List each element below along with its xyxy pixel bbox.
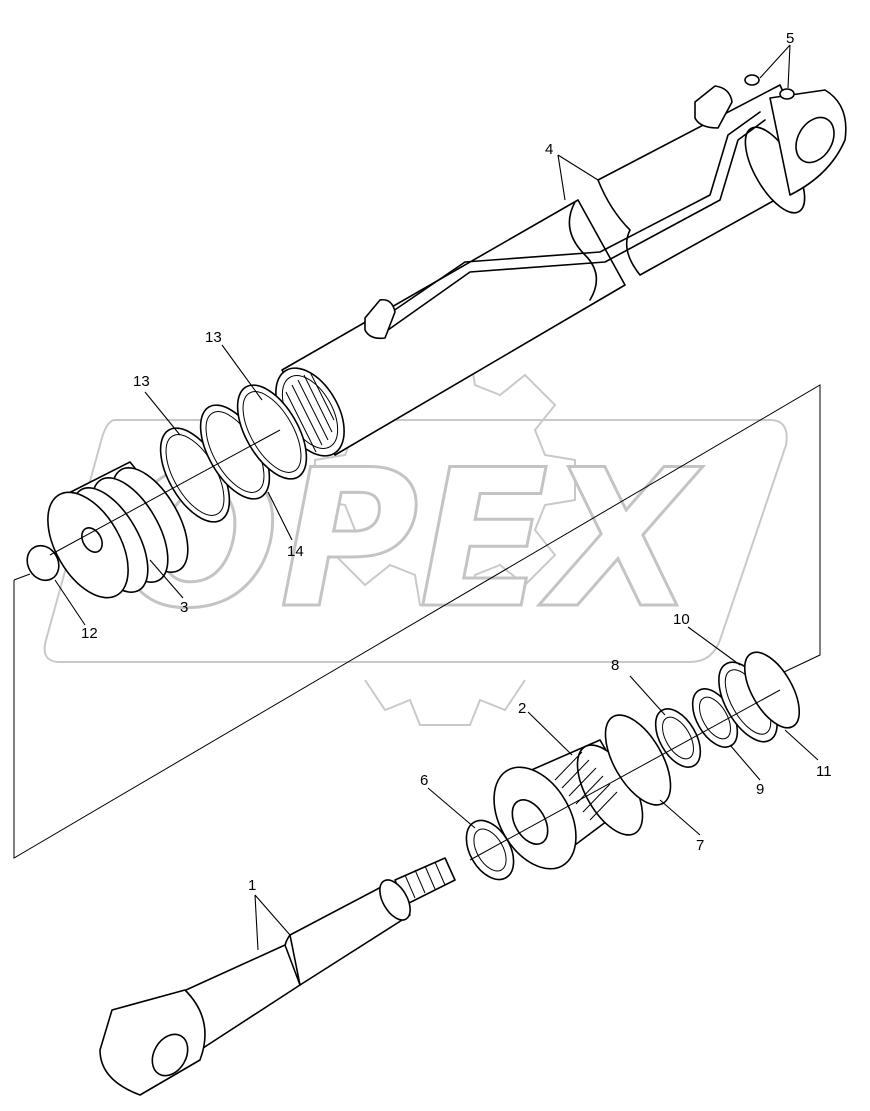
leader-lines (54, 44, 819, 951)
seal-5b (779, 88, 795, 100)
leader-13b (221, 344, 263, 401)
watermark-plate (43, 419, 788, 663)
leader-8 (629, 675, 666, 716)
leader-2 (527, 711, 573, 756)
frame-link-12 (13, 573, 31, 581)
watermark-gear-lower (364, 679, 526, 726)
pipe-fitting-upper (694, 85, 733, 129)
cylinder-tube (275, 84, 847, 457)
callout-3: 3 (180, 599, 188, 616)
leader-1 (254, 894, 291, 951)
rod-eye-hole (151, 1033, 189, 1077)
callout-14: 14 (287, 543, 304, 560)
leader-9 (729, 744, 761, 781)
callout-10: 10 (673, 611, 690, 628)
leader-4 (557, 154, 599, 201)
leader-13a (144, 391, 181, 436)
callout-9: 9 (756, 781, 764, 798)
leader-7 (659, 799, 701, 836)
gland-thread (554, 751, 618, 821)
tube-break-left (568, 201, 598, 301)
callout-7: 7 (696, 837, 704, 854)
leader-10 (687, 626, 741, 666)
leader-14 (267, 491, 293, 541)
callout-labels: 5 4 13 13 14 3 12 10 8 2 6 11 9 7 1 (81, 30, 832, 894)
hydraulic-pipe-outer (387, 119, 766, 331)
gland-assembly (465, 651, 801, 881)
rod-eye (99, 989, 206, 1096)
seal-5a (744, 74, 760, 86)
callout-12: 12 (81, 625, 98, 642)
gland-axis (469, 689, 781, 861)
tube-clevis-hole (795, 116, 835, 164)
callout-11: 11 (816, 763, 832, 780)
leader-3 (149, 559, 184, 599)
o-ring-11 (743, 651, 801, 729)
piston-axis (49, 429, 281, 556)
callout-2: 2 (518, 700, 526, 717)
piston-bore (81, 527, 103, 553)
callout-13-upper: 13 (205, 329, 222, 346)
frame-polyline (13, 384, 821, 859)
leader-12 (54, 579, 86, 626)
callout-4: 4 (545, 141, 553, 158)
tube-bore-hatch (285, 371, 335, 453)
gland-bore (511, 799, 549, 845)
callout-5: 5 (786, 30, 794, 47)
leader-6 (427, 787, 476, 829)
piston-rod (99, 857, 456, 1096)
assembly-frame (13, 384, 821, 859)
callout-1: 1 (248, 877, 256, 894)
callout-13-lower: 13 (133, 373, 150, 390)
ring-13b (236, 384, 308, 480)
seals-5 (744, 74, 795, 100)
pipe-fitting-lower (364, 298, 396, 340)
rod-shoulder (379, 879, 411, 921)
leader-11 (784, 729, 819, 761)
callout-6: 6 (420, 772, 428, 789)
piston-assembly (26, 384, 308, 599)
hydraulic-pipe (379, 111, 761, 321)
leader-5 (759, 44, 791, 89)
callout-8: 8 (611, 657, 619, 674)
